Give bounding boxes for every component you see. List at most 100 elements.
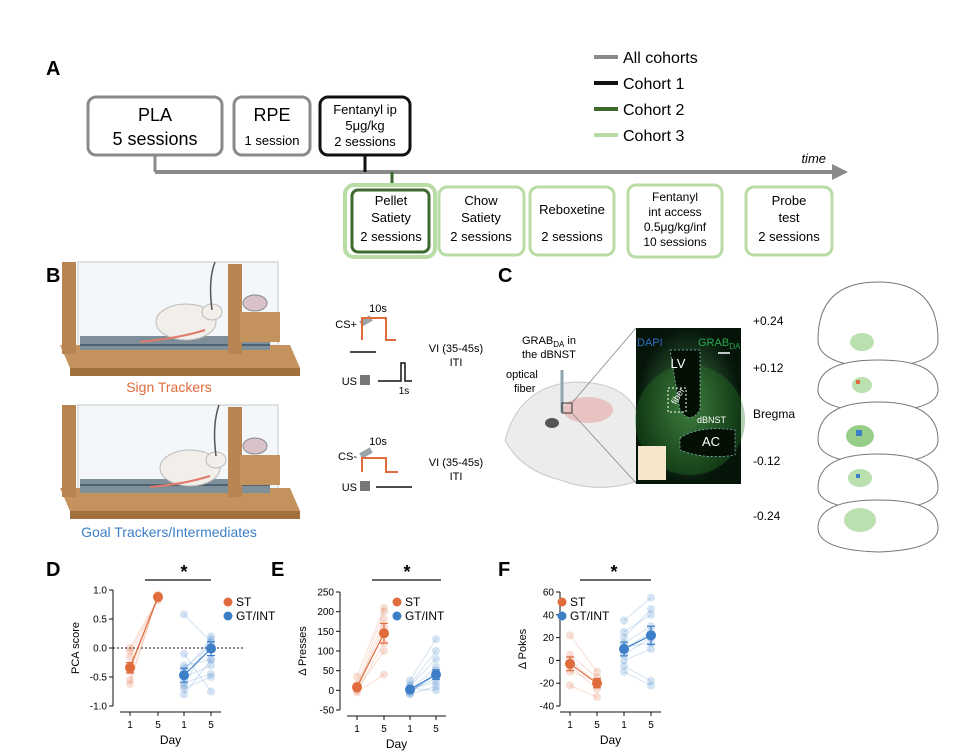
individual-point <box>380 607 388 616</box>
mean-point <box>592 678 602 689</box>
lever-icon-bottom <box>359 447 373 459</box>
pellet-line1: Pellet <box>375 193 408 208</box>
mean-point <box>125 662 135 673</box>
y-tick-label: 250 <box>317 588 334 599</box>
individual-line <box>356 611 385 685</box>
individual-point <box>647 645 655 653</box>
y-tick-label: -20 <box>540 679 555 690</box>
legend-marker <box>223 611 233 621</box>
individual-line <box>623 671 652 686</box>
legend-marker <box>392 597 402 607</box>
y-tick-label: 20 <box>543 633 555 644</box>
x-tick-label: 1 <box>127 720 133 731</box>
legend-marker <box>557 611 567 621</box>
y-tick-label: 0.5 <box>93 615 107 626</box>
eye-icon <box>545 418 559 428</box>
fentanyl-int-line4: 10 sessions <box>643 235 706 249</box>
y-tick-label: 150 <box>317 627 334 638</box>
individual-point <box>180 681 188 690</box>
individual-point <box>620 656 628 665</box>
pellet-line3: 2 sessions <box>360 229 422 244</box>
box-pla: PLA 5 sessions <box>86 95 224 157</box>
mean-point <box>153 591 163 602</box>
fentanyl-int-line2: int access <box>648 205 701 219</box>
individual-point <box>207 655 215 664</box>
individual-point <box>593 667 601 676</box>
optical-label-2: fiber <box>514 383 536 395</box>
cs-minus-duration: 10s <box>369 436 387 448</box>
individual-line <box>623 637 652 656</box>
us-label-bottom: US <box>342 482 357 494</box>
individual-point <box>620 616 628 625</box>
mean-line <box>183 648 212 676</box>
panel-c: C GRABDA in the dBNST optical fiber LV f <box>498 265 939 553</box>
box-pla-sessions: 5 sessions <box>112 129 197 149</box>
timeline-label: time <box>801 151 826 166</box>
coronal-section-1 <box>817 281 939 369</box>
probe-line2: test <box>779 210 800 225</box>
legend-label: ST <box>570 595 586 609</box>
individual-point <box>380 647 388 655</box>
x-tick-label: 1 <box>354 724 360 735</box>
x-tick-label: 5 <box>155 720 161 731</box>
x-tick-label: 5 <box>648 720 654 731</box>
individual-point <box>207 670 215 679</box>
reboxetine-line1: Reboxetine <box>539 202 605 217</box>
individual-line <box>183 636 212 686</box>
individual-point <box>207 661 215 670</box>
individual-line <box>183 638 212 672</box>
individual-line <box>623 665 652 682</box>
individual-point <box>126 652 134 661</box>
cs-minus-label: CS- <box>338 451 357 463</box>
legend-label: ST <box>236 595 252 609</box>
iti-text-bottom-1: VI (35-45s) <box>429 457 483 469</box>
cs-plus-duration: 10s <box>369 303 387 315</box>
legend-marker <box>557 597 567 607</box>
y-axis-label: Δ Pokes <box>517 628 529 669</box>
bregma-plus024: +0.24 <box>753 314 784 328</box>
individual-point <box>620 633 628 642</box>
significance-star: * <box>180 562 187 582</box>
mean-point <box>619 644 629 654</box>
individual-line <box>409 650 437 685</box>
individual-point <box>647 610 655 619</box>
individual-point <box>380 615 388 624</box>
x-tick-label: 5 <box>208 720 214 731</box>
individual-point <box>207 687 215 696</box>
series-gt-int <box>619 593 656 690</box>
individual-point <box>353 672 361 681</box>
series-gt-int <box>179 610 216 699</box>
individual-point <box>566 667 574 676</box>
individual-point <box>620 627 628 636</box>
individual-line <box>569 635 598 673</box>
individual-line <box>129 597 159 649</box>
legend-marker <box>223 597 233 607</box>
y-tick-label: -40 <box>540 702 555 713</box>
individual-line <box>569 685 598 698</box>
mean-point <box>431 669 441 680</box>
y-tick-label: 200 <box>317 607 334 618</box>
mean-line <box>623 634 652 650</box>
x-tick-label: 1 <box>407 724 413 735</box>
individual-line <box>183 653 212 692</box>
significance-star: * <box>403 562 410 582</box>
brain-icon <box>563 397 613 423</box>
legend-label: GT/INT <box>405 609 445 623</box>
iti-text-top-2: ITI <box>450 357 463 369</box>
operant-chamber-illustration-top <box>60 261 300 376</box>
individual-point <box>620 667 628 676</box>
y-tick-label: -0.5 <box>90 673 108 684</box>
individual-point <box>432 686 440 695</box>
individual-line <box>569 654 598 678</box>
chow-line2: Satiety <box>461 210 501 225</box>
individual-point <box>593 692 601 701</box>
histology-image: LV fiber dBNST AC <box>635 328 745 484</box>
box-pellet-satiety: Pellet Satiety 2 sessions <box>343 183 437 259</box>
individual-point <box>406 676 414 685</box>
lateral-ventricle-outline <box>669 349 701 418</box>
series-gt-int <box>405 635 441 699</box>
individual-point <box>647 593 655 602</box>
